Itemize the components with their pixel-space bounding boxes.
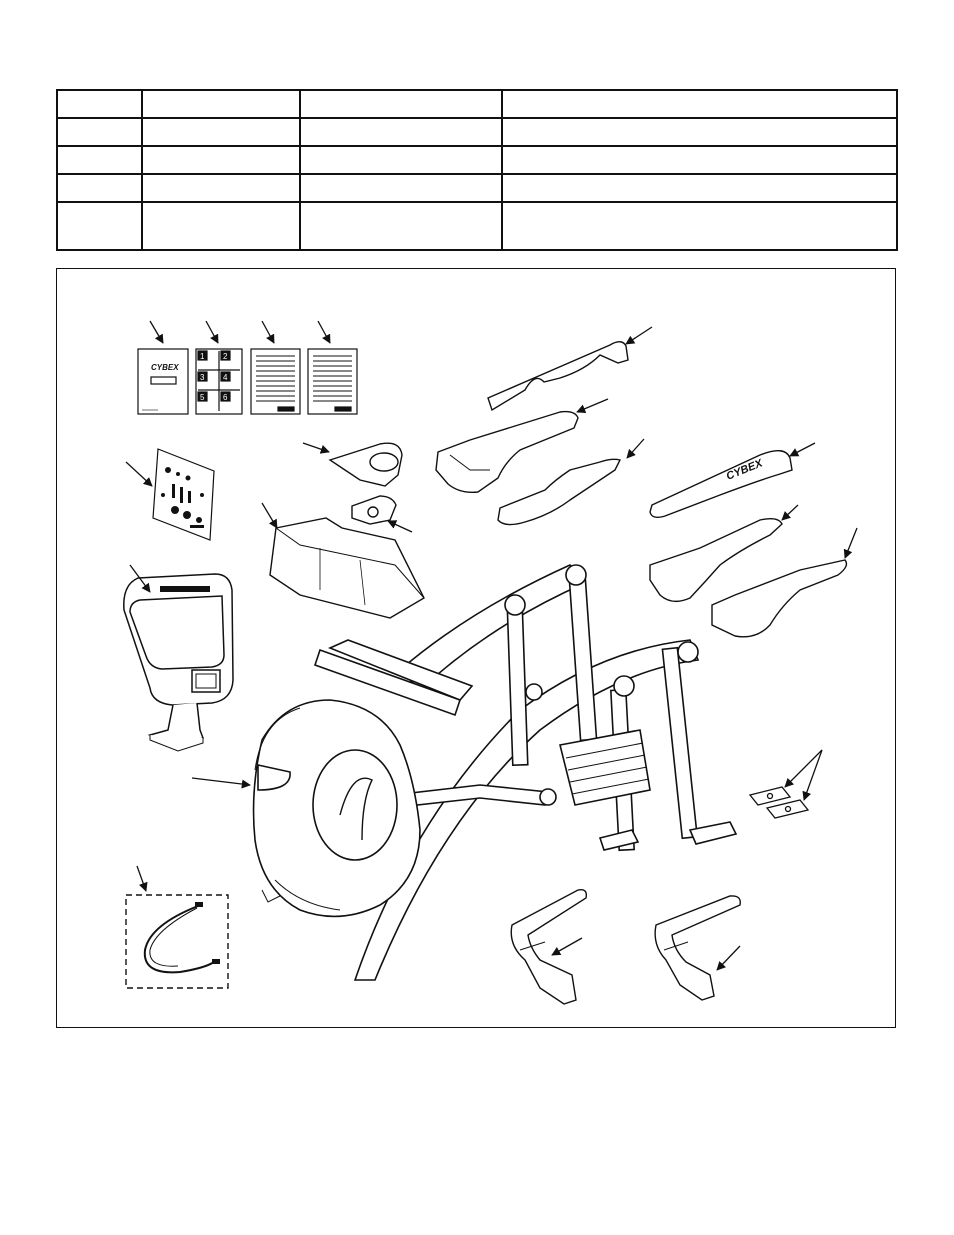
sheet-number: 1 (200, 352, 205, 361)
table-cell (56, 89, 143, 119)
parts-table (56, 89, 898, 251)
sheet-number: 5 (200, 393, 205, 402)
table-cell (141, 145, 301, 175)
shroud-cybex-top: CYBEX (649, 450, 793, 519)
upper-shroud-top (487, 341, 629, 412)
table-cell (56, 173, 143, 203)
sheet-number: 2 (223, 352, 228, 361)
table-cell (299, 117, 503, 147)
elliptical-main-frame (313, 564, 738, 981)
table-cell (141, 201, 301, 251)
table-cell (141, 173, 301, 203)
pedal-cap-pair (748, 786, 810, 819)
console-display (123, 573, 234, 752)
text-document-a (250, 348, 301, 415)
table-cell (299, 201, 503, 251)
table-cell (141, 117, 301, 147)
sheet-number: 6 (223, 393, 228, 402)
table-cell (299, 145, 503, 175)
callout-arrows (125, 320, 858, 971)
shroud-rear-right (711, 559, 848, 638)
table-cell (299, 89, 503, 119)
table-cell (299, 173, 503, 203)
upper-shroud-lower (497, 458, 622, 526)
table-cell (501, 117, 898, 147)
table-row (56, 173, 898, 203)
table-cell (501, 89, 898, 119)
table-cell (501, 173, 898, 203)
brand-logo-text: CYBEX (151, 363, 179, 372)
right-moving-handle (654, 895, 741, 1001)
accessory-tray-cover (328, 442, 403, 487)
drive-housing-cover (252, 699, 421, 918)
table-cell (56, 145, 143, 175)
sheet-number: 4 (223, 373, 228, 382)
table-cell (56, 201, 143, 251)
upper-shroud-left (435, 410, 579, 494)
front-shroud-tray (269, 517, 425, 619)
table-row (56, 89, 898, 119)
table-cell (141, 89, 301, 119)
table-row (56, 145, 898, 175)
owners-manual-document: CYBEX (137, 348, 189, 415)
sheet-number: 3 (200, 373, 205, 382)
shroud-side-right (649, 517, 783, 603)
table-cell (56, 117, 143, 147)
table-cell (501, 201, 898, 251)
text-document-b (307, 348, 358, 415)
parts-figure-frame (56, 268, 896, 1028)
accessory-mount-plate (351, 495, 397, 525)
power-cable-optional (125, 894, 229, 989)
hardware-kit-card (152, 448, 215, 541)
table-row (56, 201, 898, 251)
left-moving-handle (510, 888, 588, 1005)
assembly-sheet-document: 1 2 3 4 5 6 (195, 348, 243, 415)
table-row (56, 117, 898, 147)
table-cell (501, 145, 898, 175)
